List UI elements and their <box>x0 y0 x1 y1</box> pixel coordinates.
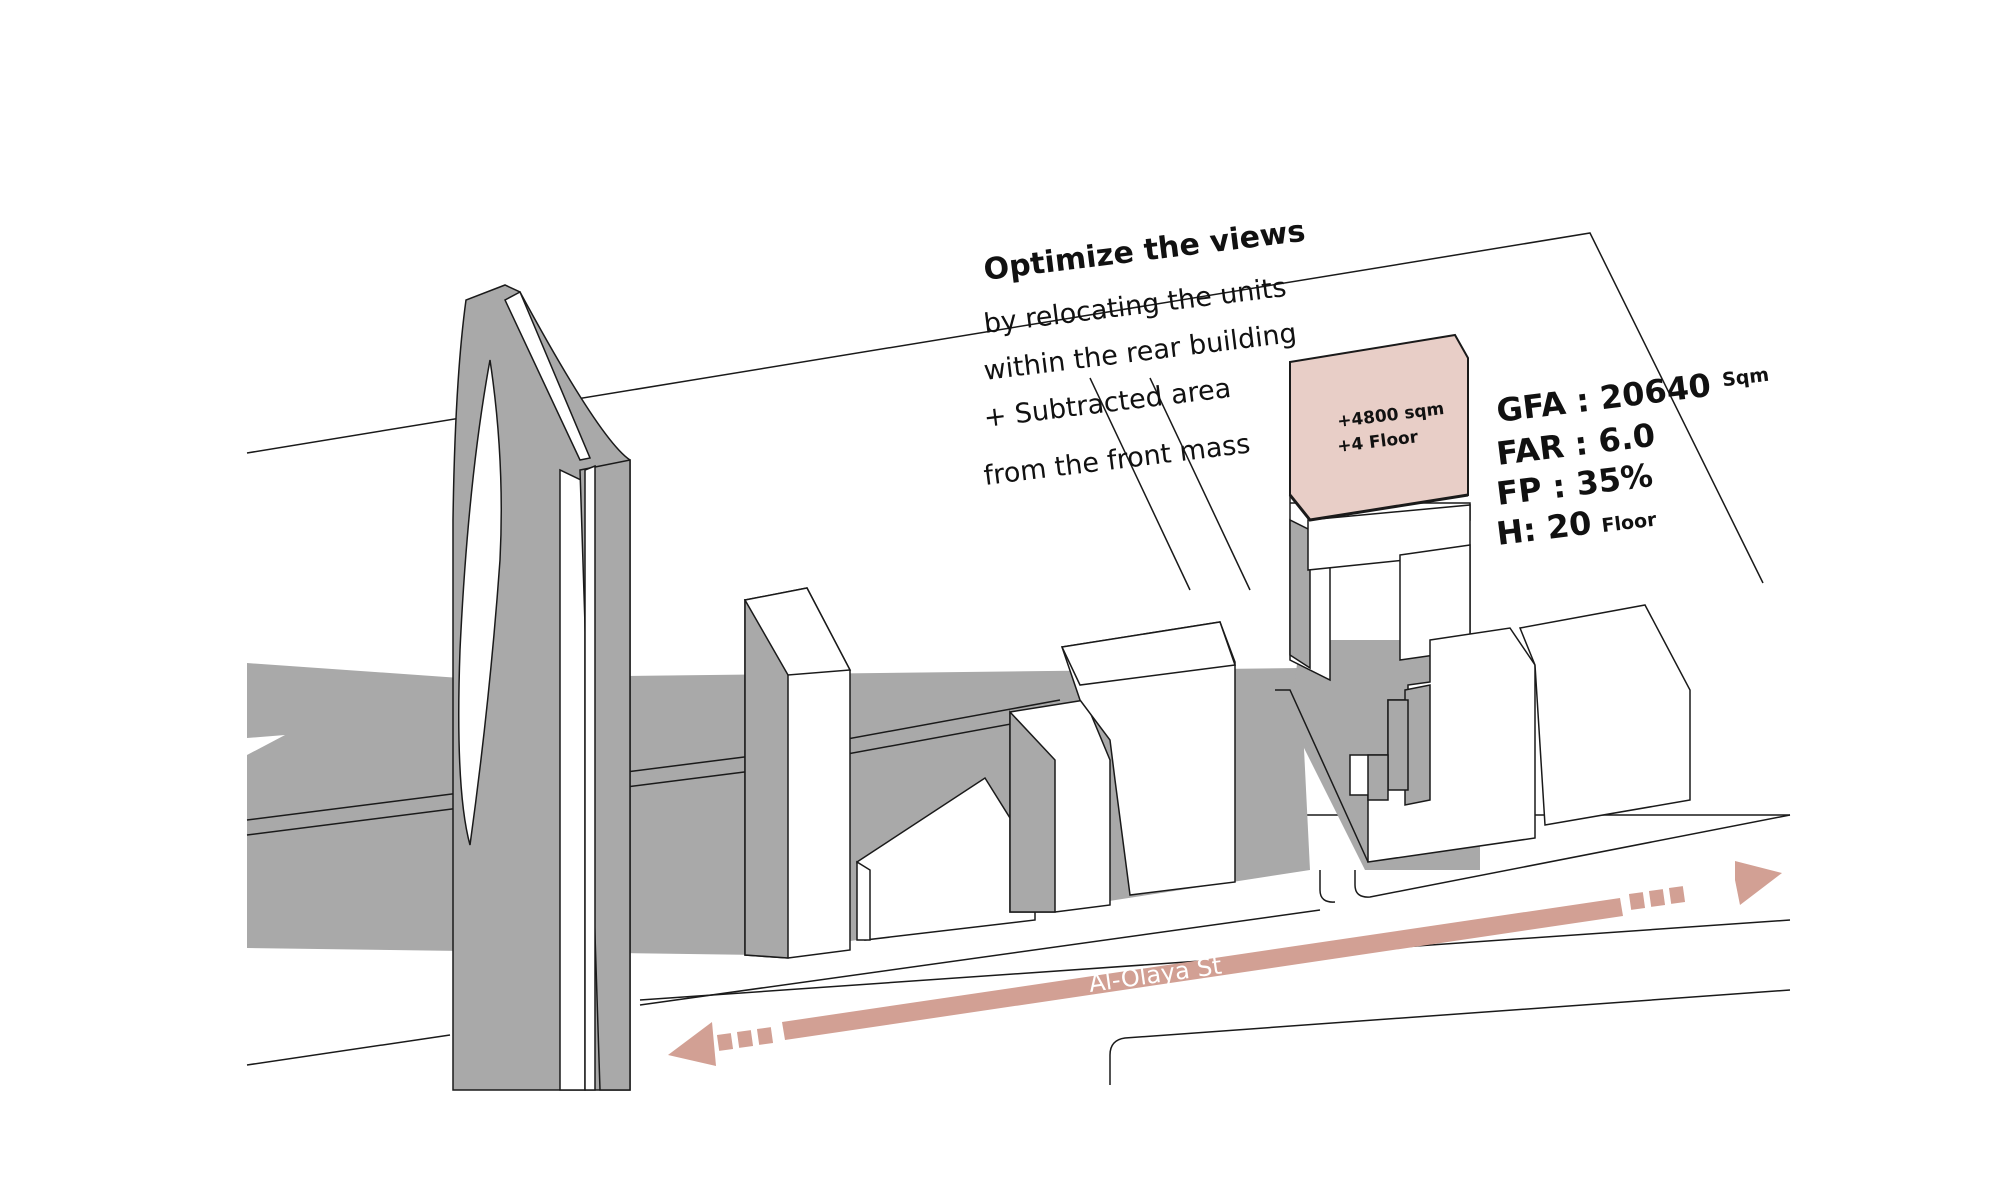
rear-tower <box>1289 362 1471 682</box>
street-name-label: Al-Olaya St <box>1087 952 1223 998</box>
arrow-head-right <box>1735 861 1782 905</box>
street-arrow <box>668 861 1782 1066</box>
front-block-4 <box>1060 621 1237 896</box>
front-block-3 <box>1009 699 1111 913</box>
front-block-1 <box>743 587 852 959</box>
street-arrow-body <box>782 898 1623 1040</box>
right-block <box>1518 604 1691 826</box>
added-floors-block <box>1288 333 1469 522</box>
caption: Optimize the views by relocating the uni… <box>982 214 1308 492</box>
arrow-head-left <box>668 1022 716 1066</box>
landmark-tower <box>452 284 631 1091</box>
stepped-block <box>1275 627 1536 863</box>
caption-line-4: from the front mass <box>982 429 1252 492</box>
front-block-2 <box>856 776 1036 941</box>
